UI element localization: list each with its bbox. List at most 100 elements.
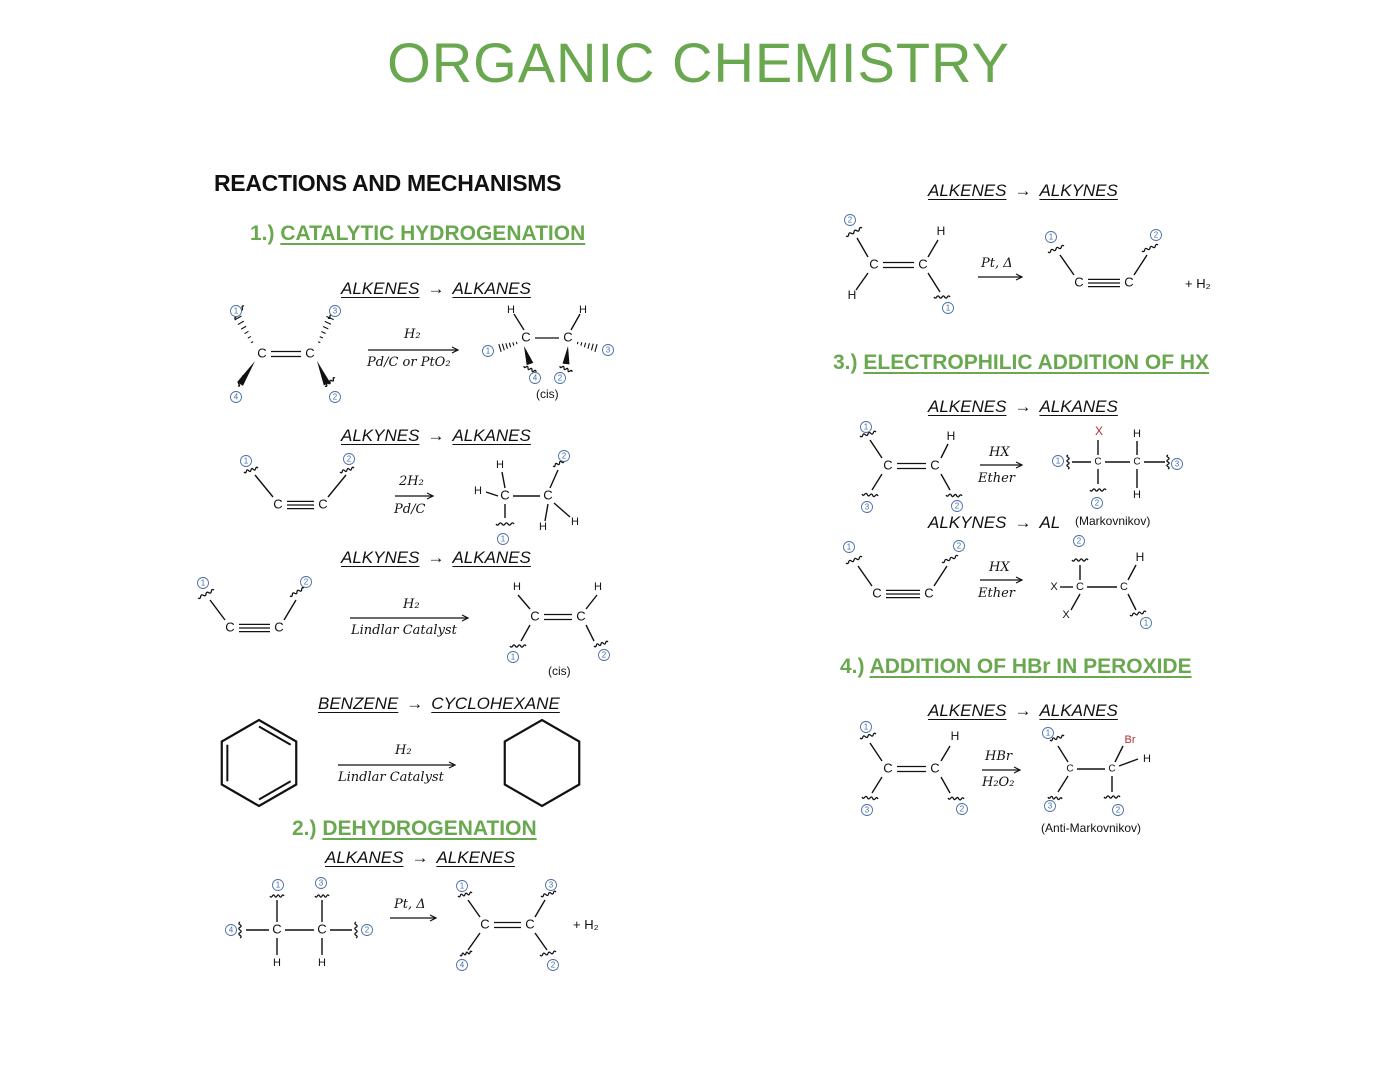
atom-c: C — [530, 608, 539, 623]
section-name: CATALYTIC HYDROGENATION — [280, 222, 586, 245]
bond — [580, 342, 583, 346]
atom-h: H — [539, 521, 547, 533]
atom-x: X — [1062, 609, 1070, 621]
condition-bottom-r9: H₂O₂ — [982, 775, 1015, 790]
position-badge — [554, 372, 566, 384]
substituent-wavy-bond — [237, 375, 245, 387]
section-number: 1.) — [250, 222, 275, 245]
position-number: 1 — [847, 543, 852, 552]
bond — [869, 439, 883, 459]
position-number: 2 — [333, 393, 338, 402]
product-class: ALKANES — [1039, 701, 1118, 720]
substituent-wavy-bond — [1047, 795, 1063, 801]
substituent-wavy-bond — [945, 493, 963, 498]
position-badge — [861, 501, 873, 513]
product-class: ALKENES — [436, 848, 515, 867]
bond — [327, 474, 347, 498]
bond — [512, 342, 515, 346]
product-class: ALKYNES — [1039, 181, 1118, 200]
reaction-header-r7: ALKENES→ALKANES — [928, 397, 1118, 417]
section-title-1: 1.) CATALYTIC HYDROGENATION — [250, 222, 585, 246]
bond — [933, 565, 948, 587]
bond — [940, 473, 951, 491]
position-badge — [1091, 497, 1103, 509]
substituent-wavy-bond — [540, 890, 557, 898]
substituent-wavy-bond — [1047, 244, 1065, 254]
wedge-bond — [524, 346, 534, 366]
position-number: 4 — [533, 374, 538, 383]
position-number: 1 — [1056, 457, 1061, 466]
bond — [234, 315, 242, 321]
bond — [240, 325, 247, 330]
atom-h: H — [273, 957, 281, 969]
arrow-icon: → — [1014, 181, 1032, 200]
atom-h: H — [513, 581, 521, 593]
atom-h: H — [1133, 489, 1141, 501]
condition-bottom-r8: Ether — [978, 586, 1015, 601]
bond — [855, 272, 869, 291]
byproduct-r5: + H₂ — [573, 917, 599, 932]
substituent-wavy-bond — [495, 522, 515, 526]
substituent-wavy-bond — [243, 466, 259, 474]
substituent-wavy-bond — [459, 950, 473, 957]
bond — [515, 341, 518, 345]
note-r1: (cis) — [536, 387, 559, 401]
bond — [247, 335, 252, 339]
atom-x: X — [1050, 581, 1058, 593]
reactant-class: ALKYNES — [341, 426, 420, 445]
substituent-wavy-bond — [324, 377, 336, 387]
substituent-wavy-bond — [1049, 734, 1065, 742]
substituent-wavy-bond — [859, 430, 877, 438]
atom-h: H — [474, 485, 482, 497]
substituent-wavy-bond — [593, 640, 609, 648]
substituent-wavy-bond — [314, 894, 330, 898]
position-badge — [230, 305, 242, 317]
atom-c: C — [480, 916, 489, 931]
atom-h: H — [571, 516, 579, 528]
reaction-header-r2: ALKYNES→ALKANES — [341, 426, 531, 446]
section-title-3: 3.) ELECTROPHILIC ADDITION OF HX — [833, 351, 1209, 375]
position-number: 1 — [460, 882, 465, 891]
condition-top-r1: H₂ — [404, 327, 421, 342]
atom-h: H — [951, 729, 960, 743]
position-badge — [507, 651, 519, 663]
bond — [583, 342, 587, 348]
bond — [1114, 745, 1124, 763]
position-badge — [225, 924, 237, 936]
position-number: 4 — [234, 393, 239, 402]
position-number: 3 — [333, 307, 338, 316]
atom-c: C — [257, 345, 266, 360]
bond — [237, 320, 245, 326]
bond — [590, 343, 594, 351]
substituent-wavy-bond — [1129, 610, 1147, 617]
position-number: 3 — [1048, 802, 1053, 811]
atom-c: C — [525, 916, 534, 931]
substituent-wavy-bond — [1103, 795, 1121, 799]
atom-c: C — [225, 619, 234, 634]
reaction-header-r1: ALKENES→ALKANES — [341, 279, 531, 299]
position-badge — [482, 345, 494, 357]
substituent-wavy-bond — [289, 586, 305, 598]
bond — [244, 330, 249, 335]
atom-c: C — [543, 487, 552, 502]
reaction-arrow-head — [426, 492, 435, 500]
bond — [927, 239, 939, 258]
position-number: 3 — [606, 346, 611, 355]
atom-c: C — [273, 496, 282, 511]
position-badge — [315, 877, 327, 889]
arrow-icon: → — [1014, 701, 1032, 720]
atom-h: H — [579, 304, 587, 316]
position-badge — [456, 959, 468, 971]
substituent-wavy-bond — [559, 365, 573, 373]
condition-bottom-r4: Lindlar Catalyst — [338, 770, 444, 785]
byproduct-r6: + H₂ — [1185, 276, 1211, 291]
arrow-icon: → — [427, 548, 445, 567]
position-number: 2 — [1116, 806, 1121, 815]
position-badge — [545, 879, 557, 891]
bond — [283, 599, 297, 621]
atom-h: H — [1136, 550, 1145, 564]
atom-c: C — [272, 921, 281, 936]
reaction-arrow-head — [461, 614, 470, 622]
position-number: 2 — [347, 455, 352, 464]
section-number: 2.) — [292, 817, 317, 840]
